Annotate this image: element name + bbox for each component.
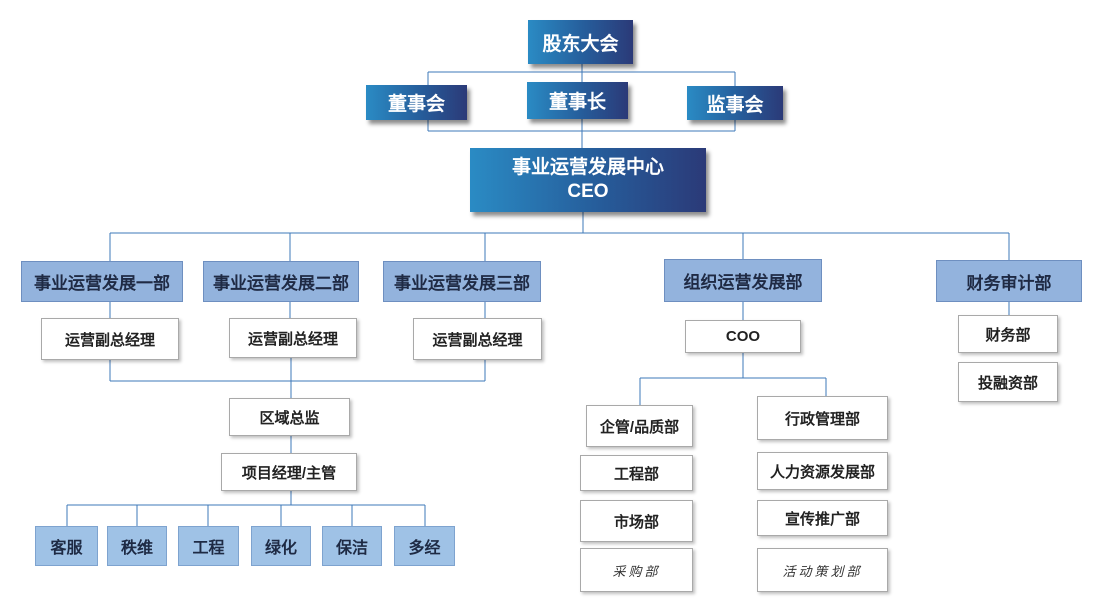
team-greening-box: 绿化 (251, 526, 311, 566)
deputy-gm-3-box: 运营副总经理 (413, 318, 542, 360)
quality-management-dept-box: 企管/品质部 (586, 405, 693, 447)
dept-3-box: 事业运营发展三部 (383, 261, 541, 302)
regional-director-box: 区域总监 (229, 398, 350, 436)
deputy-gm-2-box: 运营副总经理 (229, 318, 357, 358)
coo-box: COO (685, 320, 801, 353)
board-of-supervisors-box: 监事会 (687, 86, 783, 120)
publicity-promotion-dept-box: 宣传推广部 (757, 500, 888, 536)
board-of-directors-box: 董事会 (366, 85, 467, 120)
deputy-gm-1-box: 运营副总经理 (41, 318, 179, 360)
ceo-center-box: 事业运营发展中心 CEO (470, 148, 706, 212)
team-engineering-box: 工程 (178, 526, 239, 566)
investment-financing-dept-box: 投融资部 (958, 362, 1058, 402)
team-cleaning-box: 保洁 (322, 526, 382, 566)
team-diversified-box: 多经 (394, 526, 455, 566)
shareholders-meeting-box: 股东大会 (528, 20, 633, 64)
dept-2-box: 事业运营发展二部 (203, 261, 359, 302)
marketing-dept-box: 市场部 (580, 500, 693, 542)
event-planning-dept-box: 活动策划部 (757, 548, 888, 592)
finance-dept-box: 财务部 (958, 315, 1058, 353)
project-manager-box: 项目经理/主管 (221, 453, 357, 491)
human-resources-dept-box: 人力资源发展部 (757, 452, 888, 490)
team-customer-service-box: 客服 (35, 526, 98, 566)
finance-audit-dept-box: 财务审计部 (936, 260, 1082, 302)
chairman-box: 董事长 (527, 82, 628, 119)
dept-1-box: 事业运营发展一部 (21, 261, 183, 302)
org-operations-dept-box: 组织运营发展部 (664, 259, 822, 302)
ceo-center-title: 事业运营发展中心 (511, 157, 664, 178)
purchasing-dept-box: 采购部 (580, 548, 693, 592)
administration-dept-box: 行政管理部 (757, 396, 888, 440)
team-order-maintenance-box: 秩维 (107, 526, 167, 566)
engineering-dept-box: 工程部 (580, 455, 693, 491)
ceo-center-subtitle: CEO (567, 181, 609, 202)
